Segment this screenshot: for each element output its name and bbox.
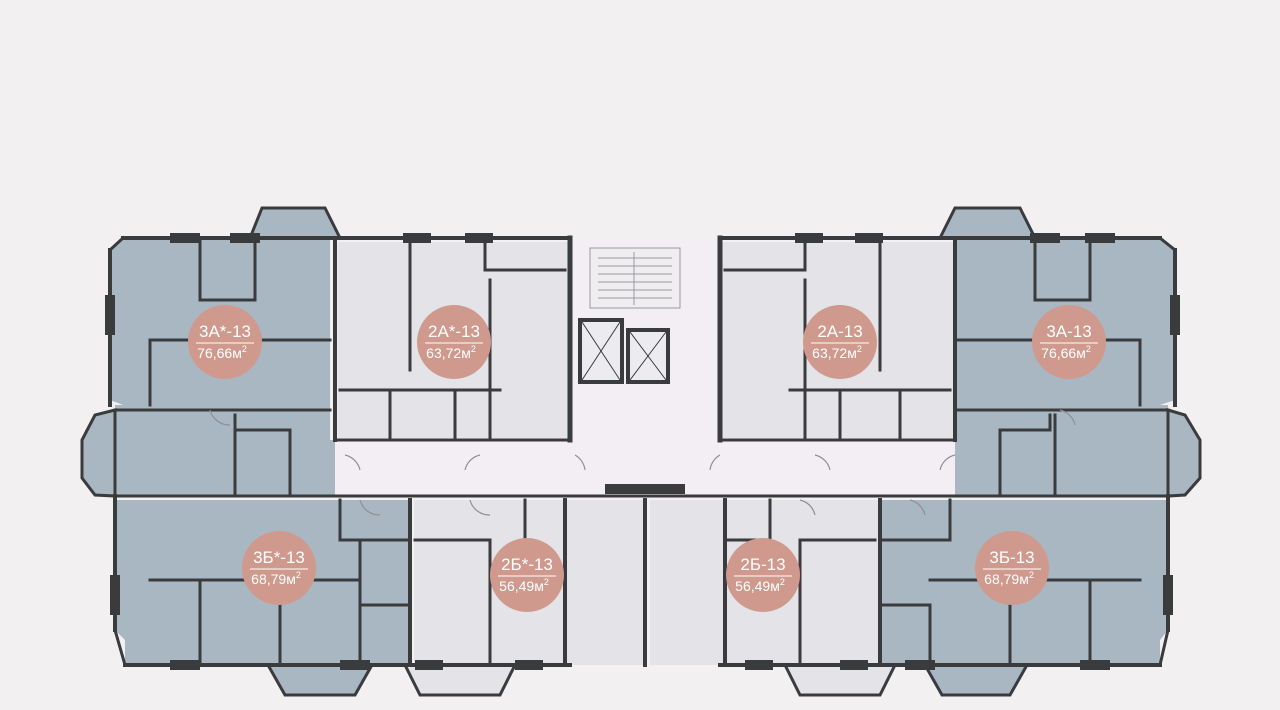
apt-3a-area-label: 76,66м2: [1041, 344, 1091, 361]
area-unit: м: [286, 571, 296, 587]
apt-3a-star-badge[interactable]: 3А*-13 76,66м2: [188, 305, 262, 379]
elevators: [578, 318, 670, 384]
apt-2a-area: 63,72: [812, 345, 847, 361]
apt-2a-star-area: 63,72: [426, 345, 461, 361]
apt-2a-star-area-label: 63,72м2: [426, 344, 476, 361]
area-unit-power: 2: [242, 344, 247, 354]
apt-3a-star-area-label: 76,66м2: [197, 344, 247, 361]
apt-3a-star-area: 76,66: [197, 345, 232, 361]
apt-3b-badge[interactable]: 3Б-13 68,79м2: [975, 531, 1049, 605]
apt-3a-badge[interactable]: 3А-13 76,66м2: [1032, 305, 1106, 379]
area-unit: м: [1019, 571, 1029, 587]
apt-2a-area-label: 63,72м2: [812, 344, 862, 361]
area-unit-power: 2: [780, 577, 785, 587]
apt-2a-unit: 2А-13: [817, 322, 862, 341]
area-unit: м: [232, 345, 242, 361]
area-unit: м: [847, 345, 857, 361]
apt-2b-star-badge[interactable]: 2Б*-13 56,49м2: [490, 538, 564, 612]
apt-2a-badge[interactable]: 2А-13 63,72м2: [803, 305, 877, 379]
apt-2a-star-unit: 2А*-13: [428, 322, 480, 341]
area-unit-power: 2: [471, 344, 476, 354]
area-unit-power: 2: [1029, 570, 1034, 580]
apt-2b-star-area: 56,49: [499, 578, 534, 594]
apt-2b-star-area-label: 56,49м2: [499, 577, 549, 594]
apt-3b-star-badge[interactable]: 3Б*-13 68,79м2: [242, 531, 316, 605]
apt-3a-area: 76,66: [1041, 345, 1076, 361]
area-unit: м: [770, 578, 780, 594]
apt-3b-unit: 3Б-13: [989, 548, 1034, 567]
apt-3a-star-unit: 3А*-13: [199, 322, 251, 341]
apt-3a-unit: 3А-13: [1046, 322, 1091, 341]
area-unit-power: 2: [857, 344, 862, 354]
area-unit: м: [461, 345, 471, 361]
apt-3b-area-label: 68,79м2: [984, 570, 1034, 587]
window-markers: [105, 233, 1180, 670]
apt-2b-area: 56,49: [735, 578, 770, 594]
area-unit: м: [534, 578, 544, 594]
apt-2b-star-unit: 2Б*-13: [501, 555, 553, 574]
apt-2b-badge[interactable]: 2Б-13 56,49м2: [726, 538, 800, 612]
area-unit-power: 2: [1086, 344, 1091, 354]
apt-3b-star-unit: 3Б*-13: [253, 548, 305, 567]
staircase: [589, 247, 681, 309]
apt-2b-area-label: 56,49м2: [735, 577, 785, 594]
apt-3b-area: 68,79: [984, 571, 1019, 587]
area-unit-power: 2: [544, 577, 549, 587]
apt-2b-unit: 2Б-13: [740, 555, 785, 574]
apt-2a-star-badge[interactable]: 2А*-13 63,72м2: [417, 305, 491, 379]
area-unit: м: [1076, 345, 1086, 361]
door-swings: [209, 409, 1076, 516]
area-unit-power: 2: [296, 570, 301, 580]
apt-3b-star-area: 68,79: [251, 571, 286, 587]
apt-3b-star-area-label: 68,79м2: [251, 570, 301, 587]
apt-2b-star-block[interactable]: [402, 500, 644, 697]
